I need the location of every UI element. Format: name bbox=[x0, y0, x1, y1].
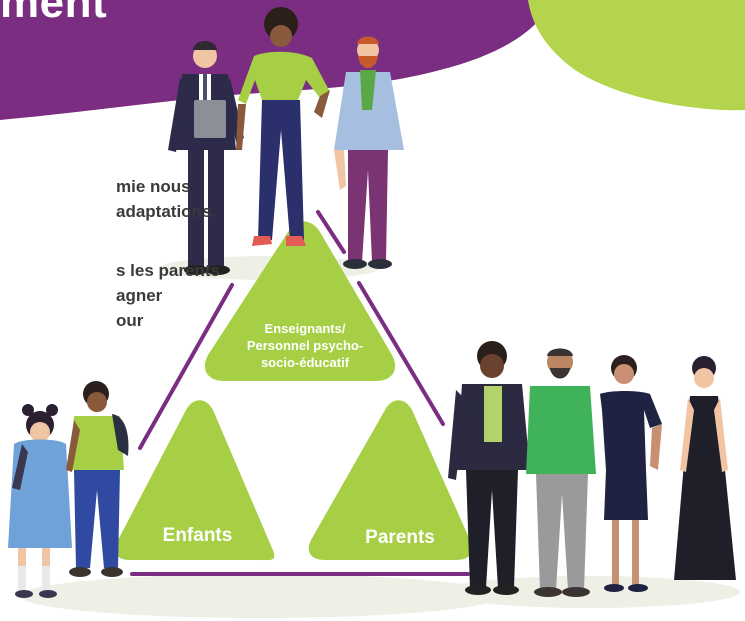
green-corner-shape bbox=[528, 0, 745, 111]
paragraph-line: our bbox=[116, 311, 144, 330]
teacher-man-figure bbox=[168, 41, 244, 275]
paragraph-line: adaptations. bbox=[116, 202, 217, 221]
parent-3-figure bbox=[600, 355, 662, 592]
paragraph-line: s les parents bbox=[116, 261, 220, 280]
page-title: ment bbox=[0, 0, 108, 27]
connector-line-left bbox=[138, 283, 234, 450]
paragraph-line: agner bbox=[116, 286, 163, 305]
parent-4-figure bbox=[674, 356, 736, 580]
teacher-bearded-figure bbox=[334, 36, 404, 269]
triangle-label-line: socio-éducatif bbox=[260, 355, 350, 370]
triangle-label-teachers: Enseignants/ Personnel psycho- socio-édu… bbox=[232, 320, 378, 371]
child-girl-figure bbox=[8, 404, 72, 598]
triangle-label-line: Personnel psycho- bbox=[246, 338, 364, 353]
connector-line-right bbox=[357, 281, 445, 426]
triangle-label-children: Enfants bbox=[162, 525, 233, 546]
child-boy-figure bbox=[66, 381, 129, 577]
triangle-label-parents: Parents bbox=[365, 527, 435, 548]
connector-line-top bbox=[316, 210, 346, 254]
ground-shadow-left bbox=[20, 574, 500, 618]
triangle-top bbox=[204, 221, 396, 381]
body-paragraph-2: s les parents agner our bbox=[116, 258, 220, 333]
triangle-right bbox=[308, 400, 473, 560]
parent-2-figure bbox=[526, 348, 596, 597]
body-paragraph-1: mie nous adaptations. bbox=[116, 174, 216, 224]
triangle-left bbox=[115, 400, 275, 561]
triangle-label-line: Enseignants/ bbox=[264, 321, 346, 336]
paragraph-line: mie nous bbox=[116, 177, 191, 196]
parent-1-figure bbox=[448, 341, 530, 595]
teacher-woman-figure bbox=[236, 7, 330, 246]
